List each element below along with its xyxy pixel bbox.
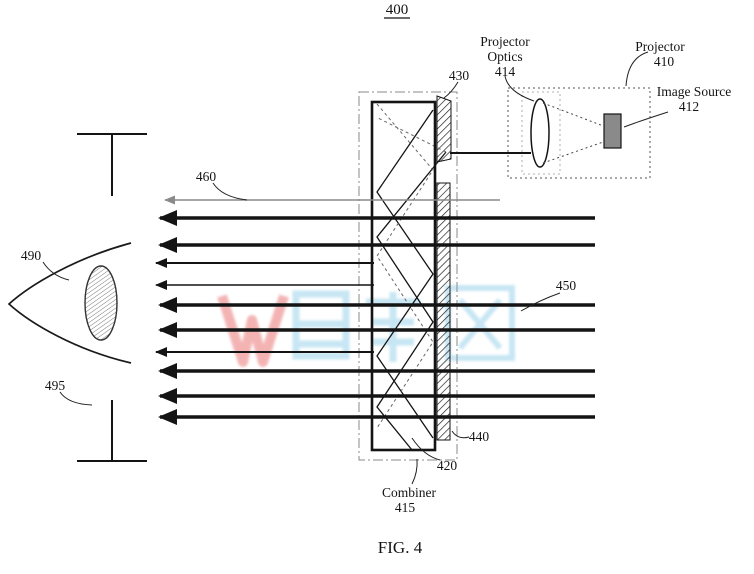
label-414: 414 [495,64,516,79]
waveguide-body [370,100,437,452]
watermark-glyphs [292,285,515,362]
labels: Projector Optics 414 Projector 410 Image… [21,34,731,515]
label-490: 490 [21,248,42,263]
label-projector: Projector [635,39,685,54]
figure-title: 400 [386,2,409,18]
eye-outline [7,242,132,364]
watermark [217,285,515,367]
projector-dotted-box [507,87,651,179]
label-projector-optics-1: Projector [480,34,530,49]
outcoupler-hatch [436,182,451,441]
leader-440 [451,430,470,439]
label-430: 430 [449,68,470,83]
leader-430 [443,81,459,99]
label-420: 420 [437,458,458,473]
lower-field-stop [77,400,147,462]
projector-lens [530,98,550,168]
upper-field-stop [77,133,147,196]
label-projector-optics-2: Optics [487,49,522,64]
leader-412 [623,111,669,128]
leader-415 [411,458,418,485]
label-410: 410 [654,54,675,69]
leader-420 [411,437,441,461]
label-combiner: Combiner [382,485,436,500]
label-460: 460 [196,169,217,184]
figure-caption: FIG. 4 [378,538,423,557]
leader-414 [504,75,535,102]
outcoupled-display-rays [155,258,374,357]
leader-450 [520,292,561,312]
eye-lens [84,265,118,341]
leader-490 [42,261,70,281]
label-440: 440 [469,429,490,444]
leader-495 [59,391,93,406]
leader-460 [212,182,248,201]
watermark-v-logo [217,294,289,367]
label-image-source: Image Source [657,84,732,99]
image-source-rect [603,113,622,149]
ambient-light-rays-450 [158,210,595,425]
incoupler-hatch [436,95,452,163]
leader-lines [42,51,669,485]
label-495: 495 [45,378,66,393]
label-415: 415 [395,500,416,515]
combiner-dashdot-box [358,91,458,461]
label-450: 450 [556,278,577,293]
lens-to-source-rays [542,102,607,164]
label-412: 412 [679,99,699,114]
leader-410 [625,51,649,87]
